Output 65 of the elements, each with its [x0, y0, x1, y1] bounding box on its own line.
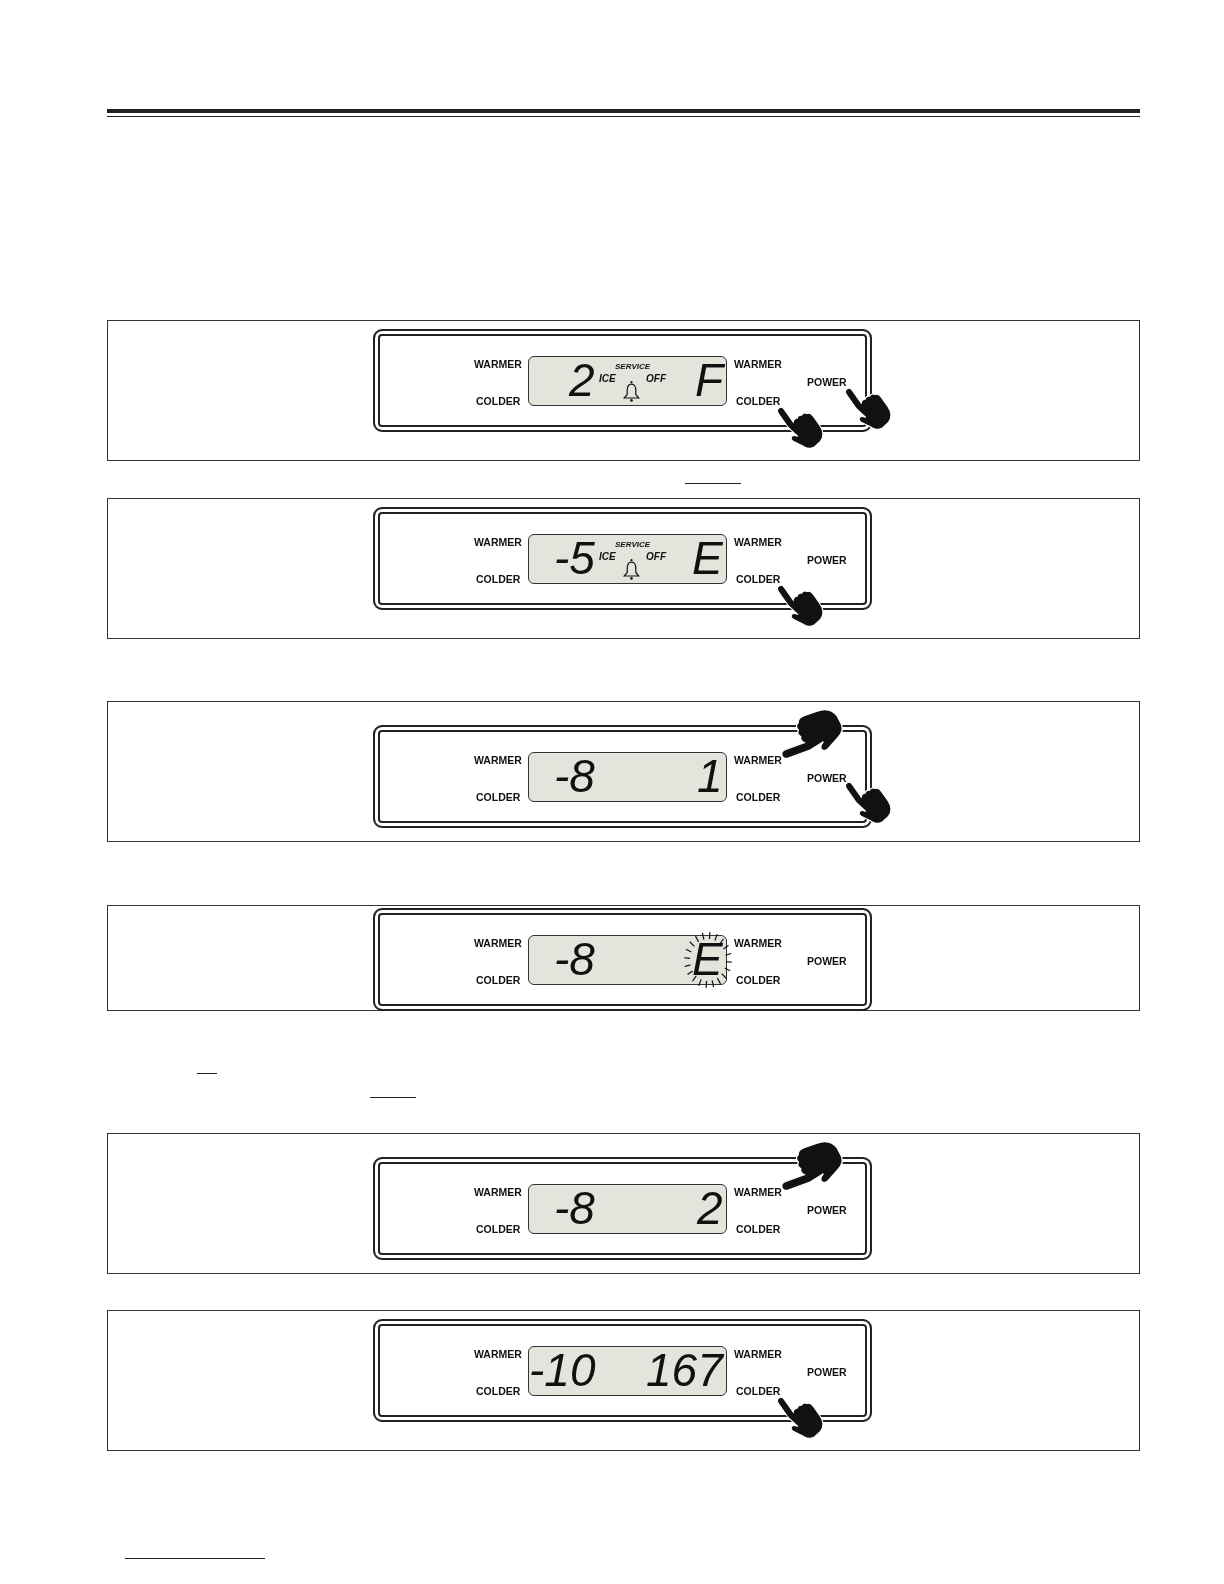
indicator-label: OFF	[646, 552, 666, 562]
control-label: WARMER	[474, 1186, 522, 1197]
display-readout: -8	[554, 942, 595, 977]
control-label: WARMER	[474, 358, 522, 369]
control-label: COLDER	[476, 573, 521, 584]
control-panel	[373, 1319, 872, 1422]
display-readout: F	[695, 363, 724, 398]
lcd-display	[528, 356, 727, 406]
control-label: WARMER	[474, 754, 522, 765]
control-label: COLDER	[736, 791, 781, 802]
control-panel	[373, 725, 872, 828]
figure-frame	[107, 1133, 1140, 1274]
display-readout: -8	[554, 1191, 595, 1226]
control-label: POWER	[807, 955, 847, 966]
display-readout: -8	[554, 759, 595, 794]
display-readout: 1	[697, 759, 723, 794]
lcd-display	[528, 752, 727, 802]
control-label: WARMER	[734, 358, 782, 369]
figure-frame	[107, 320, 1140, 461]
control-label: COLDER	[736, 1223, 781, 1234]
control-label: POWER	[807, 1366, 847, 1377]
control-label: POWER	[807, 1204, 847, 1215]
indicator-label: SERVICE	[615, 363, 651, 371]
control-label: WARMER	[734, 1348, 782, 1359]
display-readout: 167	[646, 1353, 723, 1388]
control-label: WARMER	[734, 937, 782, 948]
control-label: WARMER	[474, 937, 522, 948]
control-label: COLDER	[736, 974, 781, 985]
control-label: COLDER	[736, 1385, 781, 1396]
figure-frame	[107, 905, 1140, 1011]
display-readout: 2	[697, 1191, 723, 1226]
control-label: WARMER	[734, 754, 782, 765]
control-label: COLDER	[476, 974, 521, 985]
indicator-label: OFF	[646, 374, 666, 384]
control-label: COLDER	[476, 395, 521, 406]
control-label: POWER	[807, 376, 847, 387]
control-label: COLDER	[476, 1223, 521, 1234]
control-label: COLDER	[476, 791, 521, 802]
display-readout: 2	[569, 363, 595, 398]
control-label: WARMER	[474, 1348, 522, 1359]
control-label: COLDER	[736, 573, 781, 584]
control-panel	[373, 329, 872, 432]
indicator-label: ICE	[599, 552, 616, 562]
figure-frame	[107, 701, 1140, 842]
lcd-display	[528, 534, 727, 584]
display-readout: E	[692, 541, 723, 576]
display-readout: -10	[529, 1353, 596, 1388]
control-label: WARMER	[734, 1186, 782, 1197]
control-label: POWER	[807, 772, 847, 783]
lcd-display	[528, 1346, 727, 1396]
control-label: WARMER	[474, 536, 522, 547]
control-panel	[373, 1157, 872, 1260]
indicator-label: SERVICE	[615, 541, 651, 549]
control-label: COLDER	[736, 395, 781, 406]
indicator-label: ICE	[599, 374, 616, 384]
control-label: WARMER	[734, 536, 782, 547]
control-label: COLDER	[476, 1385, 521, 1396]
figure-frame	[107, 498, 1140, 639]
lcd-display	[528, 1184, 727, 1234]
display-readout: E	[692, 942, 723, 977]
figure-frame	[107, 1310, 1140, 1451]
display-readout: -5	[554, 541, 595, 576]
control-panel	[373, 507, 872, 610]
control-panel	[373, 908, 872, 1011]
control-label: POWER	[807, 554, 847, 565]
